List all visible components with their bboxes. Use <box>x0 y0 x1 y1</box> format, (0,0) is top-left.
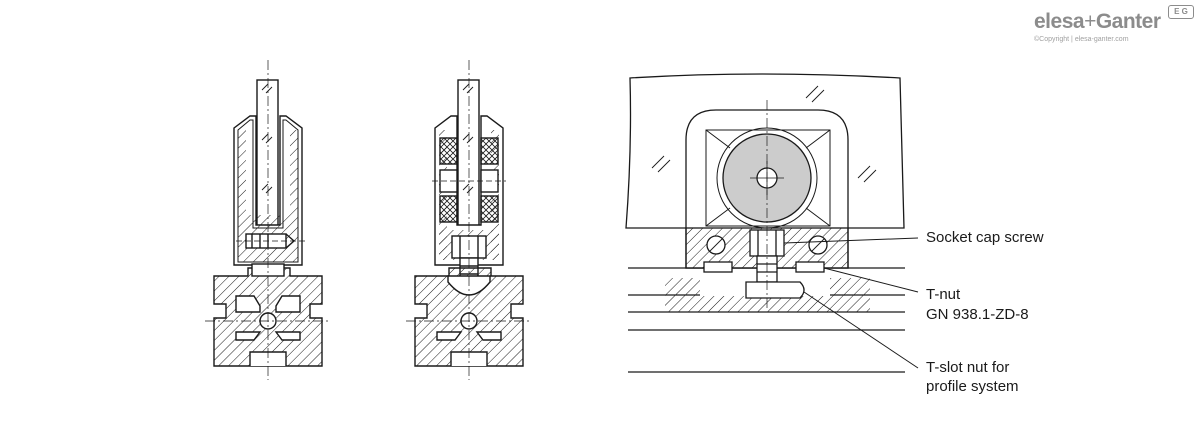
leader-t-nut <box>823 267 919 293</box>
section-view-left <box>205 60 331 380</box>
copyright-text: ©Copyright | elesa-ganter.com <box>1034 36 1129 43</box>
assembly-view-right <box>625 73 919 373</box>
label-t-nut-part-number: GN 938.1-ZD-8 <box>926 306 1029 323</box>
glass-pane <box>457 79 480 229</box>
label-socket-cap-screw: Socket cap screw <box>926 229 1044 246</box>
rubber-pad <box>480 137 499 165</box>
brand-logo: elesa+Ganter <box>1034 10 1161 33</box>
t-nut <box>703 261 733 273</box>
rubber-pad <box>439 195 458 223</box>
label-t-slot-nut: T-slot nut for <box>926 359 1010 376</box>
t-nut <box>795 261 825 273</box>
rubber-pad <box>480 195 499 223</box>
brand-badge: E G <box>1168 5 1194 19</box>
t-slot-nut <box>745 281 805 299</box>
label-t-nut: T-nut <box>926 286 961 303</box>
leader-t-slot-nut <box>803 291 919 369</box>
label-t-slot-nut-line2: profile system <box>926 378 1019 395</box>
section-view-center <box>406 60 532 380</box>
glass-pane <box>256 79 279 229</box>
rubber-pad <box>439 137 458 165</box>
leader-socket-cap-screw <box>783 237 919 244</box>
